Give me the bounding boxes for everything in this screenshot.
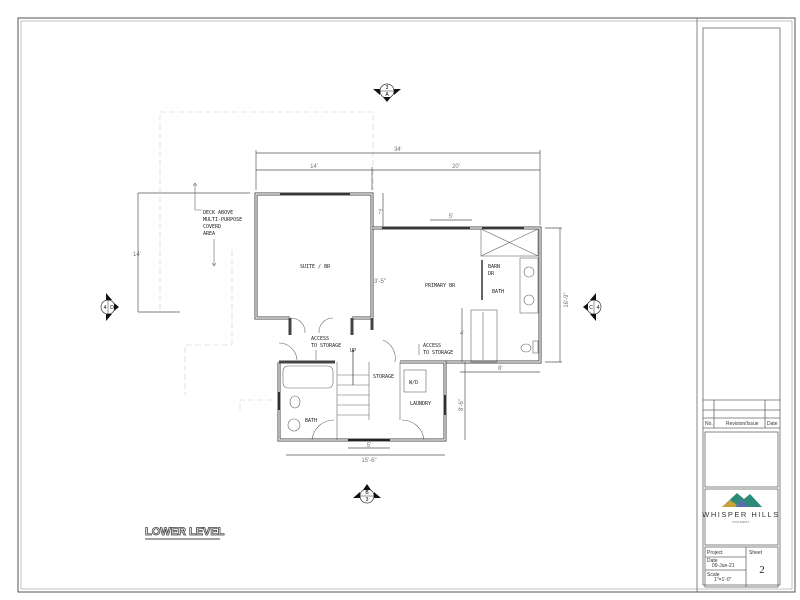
barn-door-label-2: DR [488, 271, 495, 277]
section-top-letter: A [385, 92, 389, 98]
deck-note-1: DECK ABOVE [203, 210, 233, 216]
project-label: Project [707, 550, 723, 556]
access-note-1a: ACCESS [311, 336, 329, 342]
dim-wall: 3'-5" [374, 279, 386, 285]
dim-closet: 4' [460, 331, 464, 337]
section-marker-top: 3 A [373, 83, 401, 102]
dim-lower-window: 5' [367, 443, 371, 449]
logo-name: WHISPER HILLS [702, 510, 779, 519]
stair-up-label: UP [350, 348, 356, 354]
walls [254, 192, 542, 442]
logo-subtitle: TOKAWAY [732, 520, 750, 524]
note-arrows [192, 182, 420, 362]
dimension-labels: 34' 14' 20' 7' 5' 14' 3'-5" 16'-9" 8' 4'… [133, 147, 570, 464]
sheet-border [17, 17, 796, 593]
access-note-2b: TO STORAGE [423, 350, 453, 356]
room-lower-bath: BATH [305, 418, 317, 424]
barn-door-label-1: BARN [488, 264, 500, 270]
sheet-label: Sheet [749, 550, 763, 556]
room-laundry: LAUNDRY [410, 401, 431, 407]
room-primary-bath: BATH [492, 289, 504, 295]
section-bottom-letter: B [365, 490, 369, 496]
access-note-1b: TO STORAGE [311, 343, 341, 349]
sheet-number: 2 [759, 564, 765, 576]
dim-lower-height: 8'-6" [459, 399, 465, 411]
revision-date-header: Date [767, 421, 778, 427]
title-block: No. Revision/Issue Date WHISPER HILLS TO… [696, 18, 781, 592]
section-right-number: 4 [597, 305, 600, 311]
room-primary: PRIMARY BR [425, 283, 456, 289]
deck-outline [159, 111, 374, 410]
dim-bath-width: 8' [498, 366, 502, 372]
section-marker-left: 4 D [100, 293, 119, 321]
section-left-number: 4 [104, 305, 107, 311]
section-top-number: 3 [386, 85, 389, 91]
drawing-title: LOWER LEVEL [145, 526, 225, 538]
dim-overall: 34' [394, 147, 402, 153]
deck-note-4: AREA [203, 231, 215, 237]
deck-note-3: COVERD [203, 224, 221, 230]
section-right-letter: C [589, 305, 593, 311]
dim-right-width: 20' [452, 164, 460, 170]
section-bottom-number: 3 [366, 497, 369, 503]
washer-dryer-label: W/D [409, 380, 418, 386]
room-suite: SUITE / BR [300, 264, 331, 270]
section-left-letter: D [110, 305, 114, 311]
deck-note-2: MULTI-PURPOSE [203, 217, 242, 223]
dim-right-height: 16'-9" [564, 292, 570, 307]
access-note-2a: ACCESS [423, 343, 441, 349]
revision-no-header: No. [705, 421, 713, 427]
whisper-hills-logo: WHISPER HILLS TOKAWAY [702, 493, 779, 524]
dim-step: 7' [378, 210, 382, 216]
dim-left-height: 14' [133, 252, 141, 258]
room-labels: SUITE / BR PRIMARY BR BARN DR BATH BATH … [203, 210, 504, 424]
dimension-lines [137, 150, 562, 456]
scale-label: Scale [707, 572, 720, 578]
scale-value: 1"=1'-0" [714, 577, 732, 583]
dim-window: 5' [449, 214, 453, 220]
revision-issue-header: Revision/Issue [726, 421, 759, 427]
section-marker-right: C 4 [583, 293, 602, 321]
room-storage: STORAGE [373, 374, 394, 380]
dim-lower-width: 15'-6" [361, 458, 376, 464]
date-value: 09-Jun-21 [712, 563, 735, 569]
section-marker-bottom: B 3 [353, 484, 381, 504]
dim-left-width: 14' [310, 164, 318, 170]
date-label: Date [707, 558, 718, 564]
